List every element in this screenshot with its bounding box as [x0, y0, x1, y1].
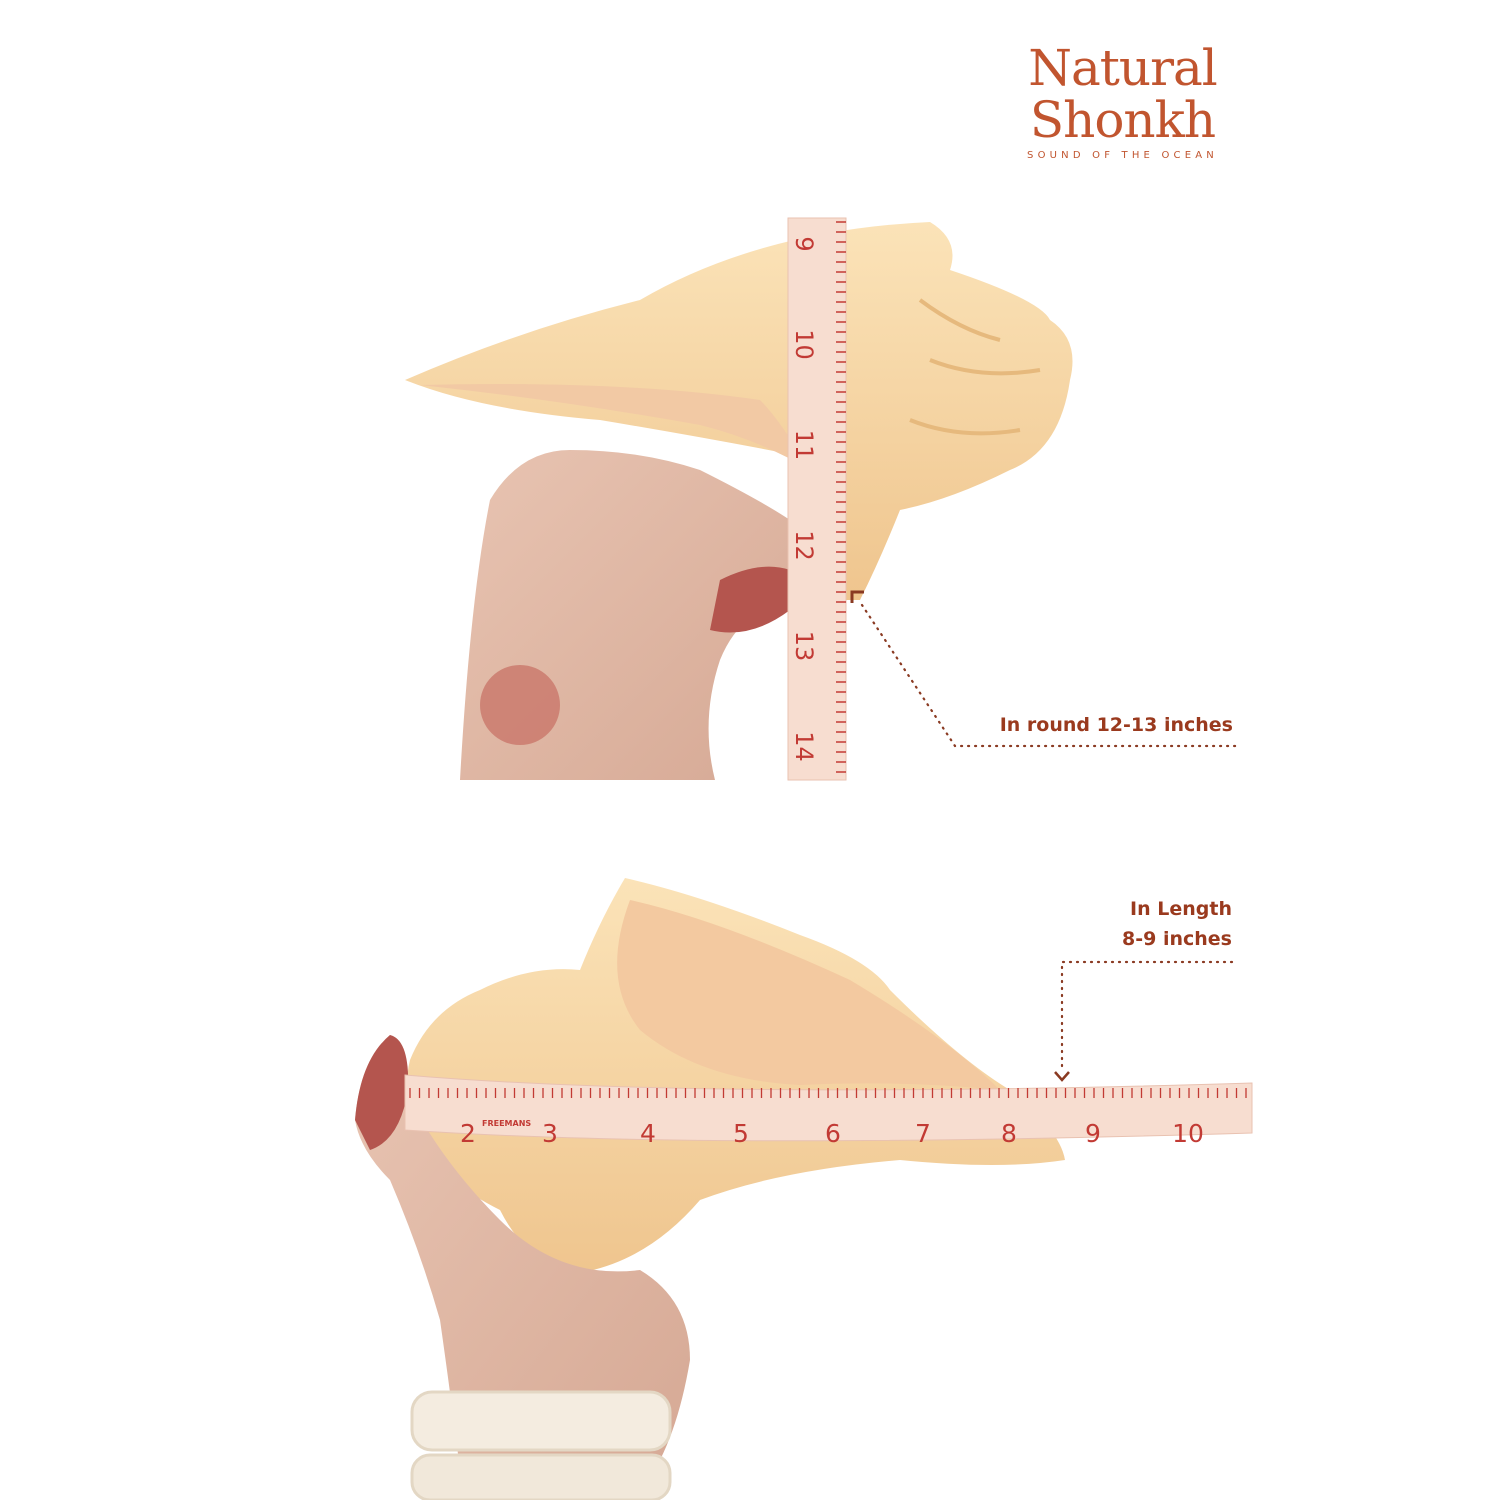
round-pointer-line	[860, 603, 1238, 748]
logo-tagline: SOUND OF THE OCEAN	[1027, 150, 1218, 161]
brand-logo: Natural Shonkh SOUND OF THE OCEAN	[1020, 42, 1225, 161]
tape-horizontal: 2 3 4 5 6 7 8 9 10 FREEMANS	[404, 1074, 1253, 1148]
length-pointer-line	[1060, 960, 1234, 1074]
hand-bottom	[355, 1035, 690, 1470]
tape-tick-label: 14	[790, 731, 818, 762]
tape-tick-label: 13	[790, 631, 818, 662]
shell-top	[405, 222, 1073, 600]
length-label-line2: 8-9 inches	[1122, 928, 1232, 950]
logo-line1: Natural	[1028, 39, 1218, 97]
tape-brand: FREEMANS	[482, 1119, 531, 1128]
logo-line2: Shonkh	[1029, 91, 1216, 149]
tape-tick-label: 8	[1001, 1119, 1017, 1148]
tape-vertical: 9 10 11 12 13 14	[787, 217, 847, 781]
tape-tick-label: 6	[825, 1119, 841, 1148]
tape-tick-label: 3	[542, 1119, 558, 1148]
tape-tick-label: 2	[460, 1119, 476, 1148]
bangles	[410, 1390, 672, 1500]
tape-tick-label: 7	[915, 1119, 931, 1148]
hand-top	[460, 450, 790, 780]
tape-tick-label: 11	[790, 430, 818, 461]
tape-tick-label: 12	[790, 530, 818, 561]
tape-tick-label: 10	[1172, 1119, 1204, 1148]
round-arrow-icon	[850, 590, 864, 603]
tape-tick-label: 9	[790, 236, 818, 251]
length-label-line1: In Length	[1130, 898, 1232, 920]
round-measurement-label: In round 12-13 inches	[999, 714, 1233, 736]
shell-bottom	[406, 878, 1066, 1275]
tape-tick-label: 4	[640, 1119, 656, 1148]
tape-tick-label: 5	[733, 1119, 749, 1148]
tape-tick-label: 10	[790, 329, 818, 360]
tape-tick-label: 9	[1085, 1119, 1101, 1148]
length-arrow-icon	[1054, 1071, 1070, 1082]
